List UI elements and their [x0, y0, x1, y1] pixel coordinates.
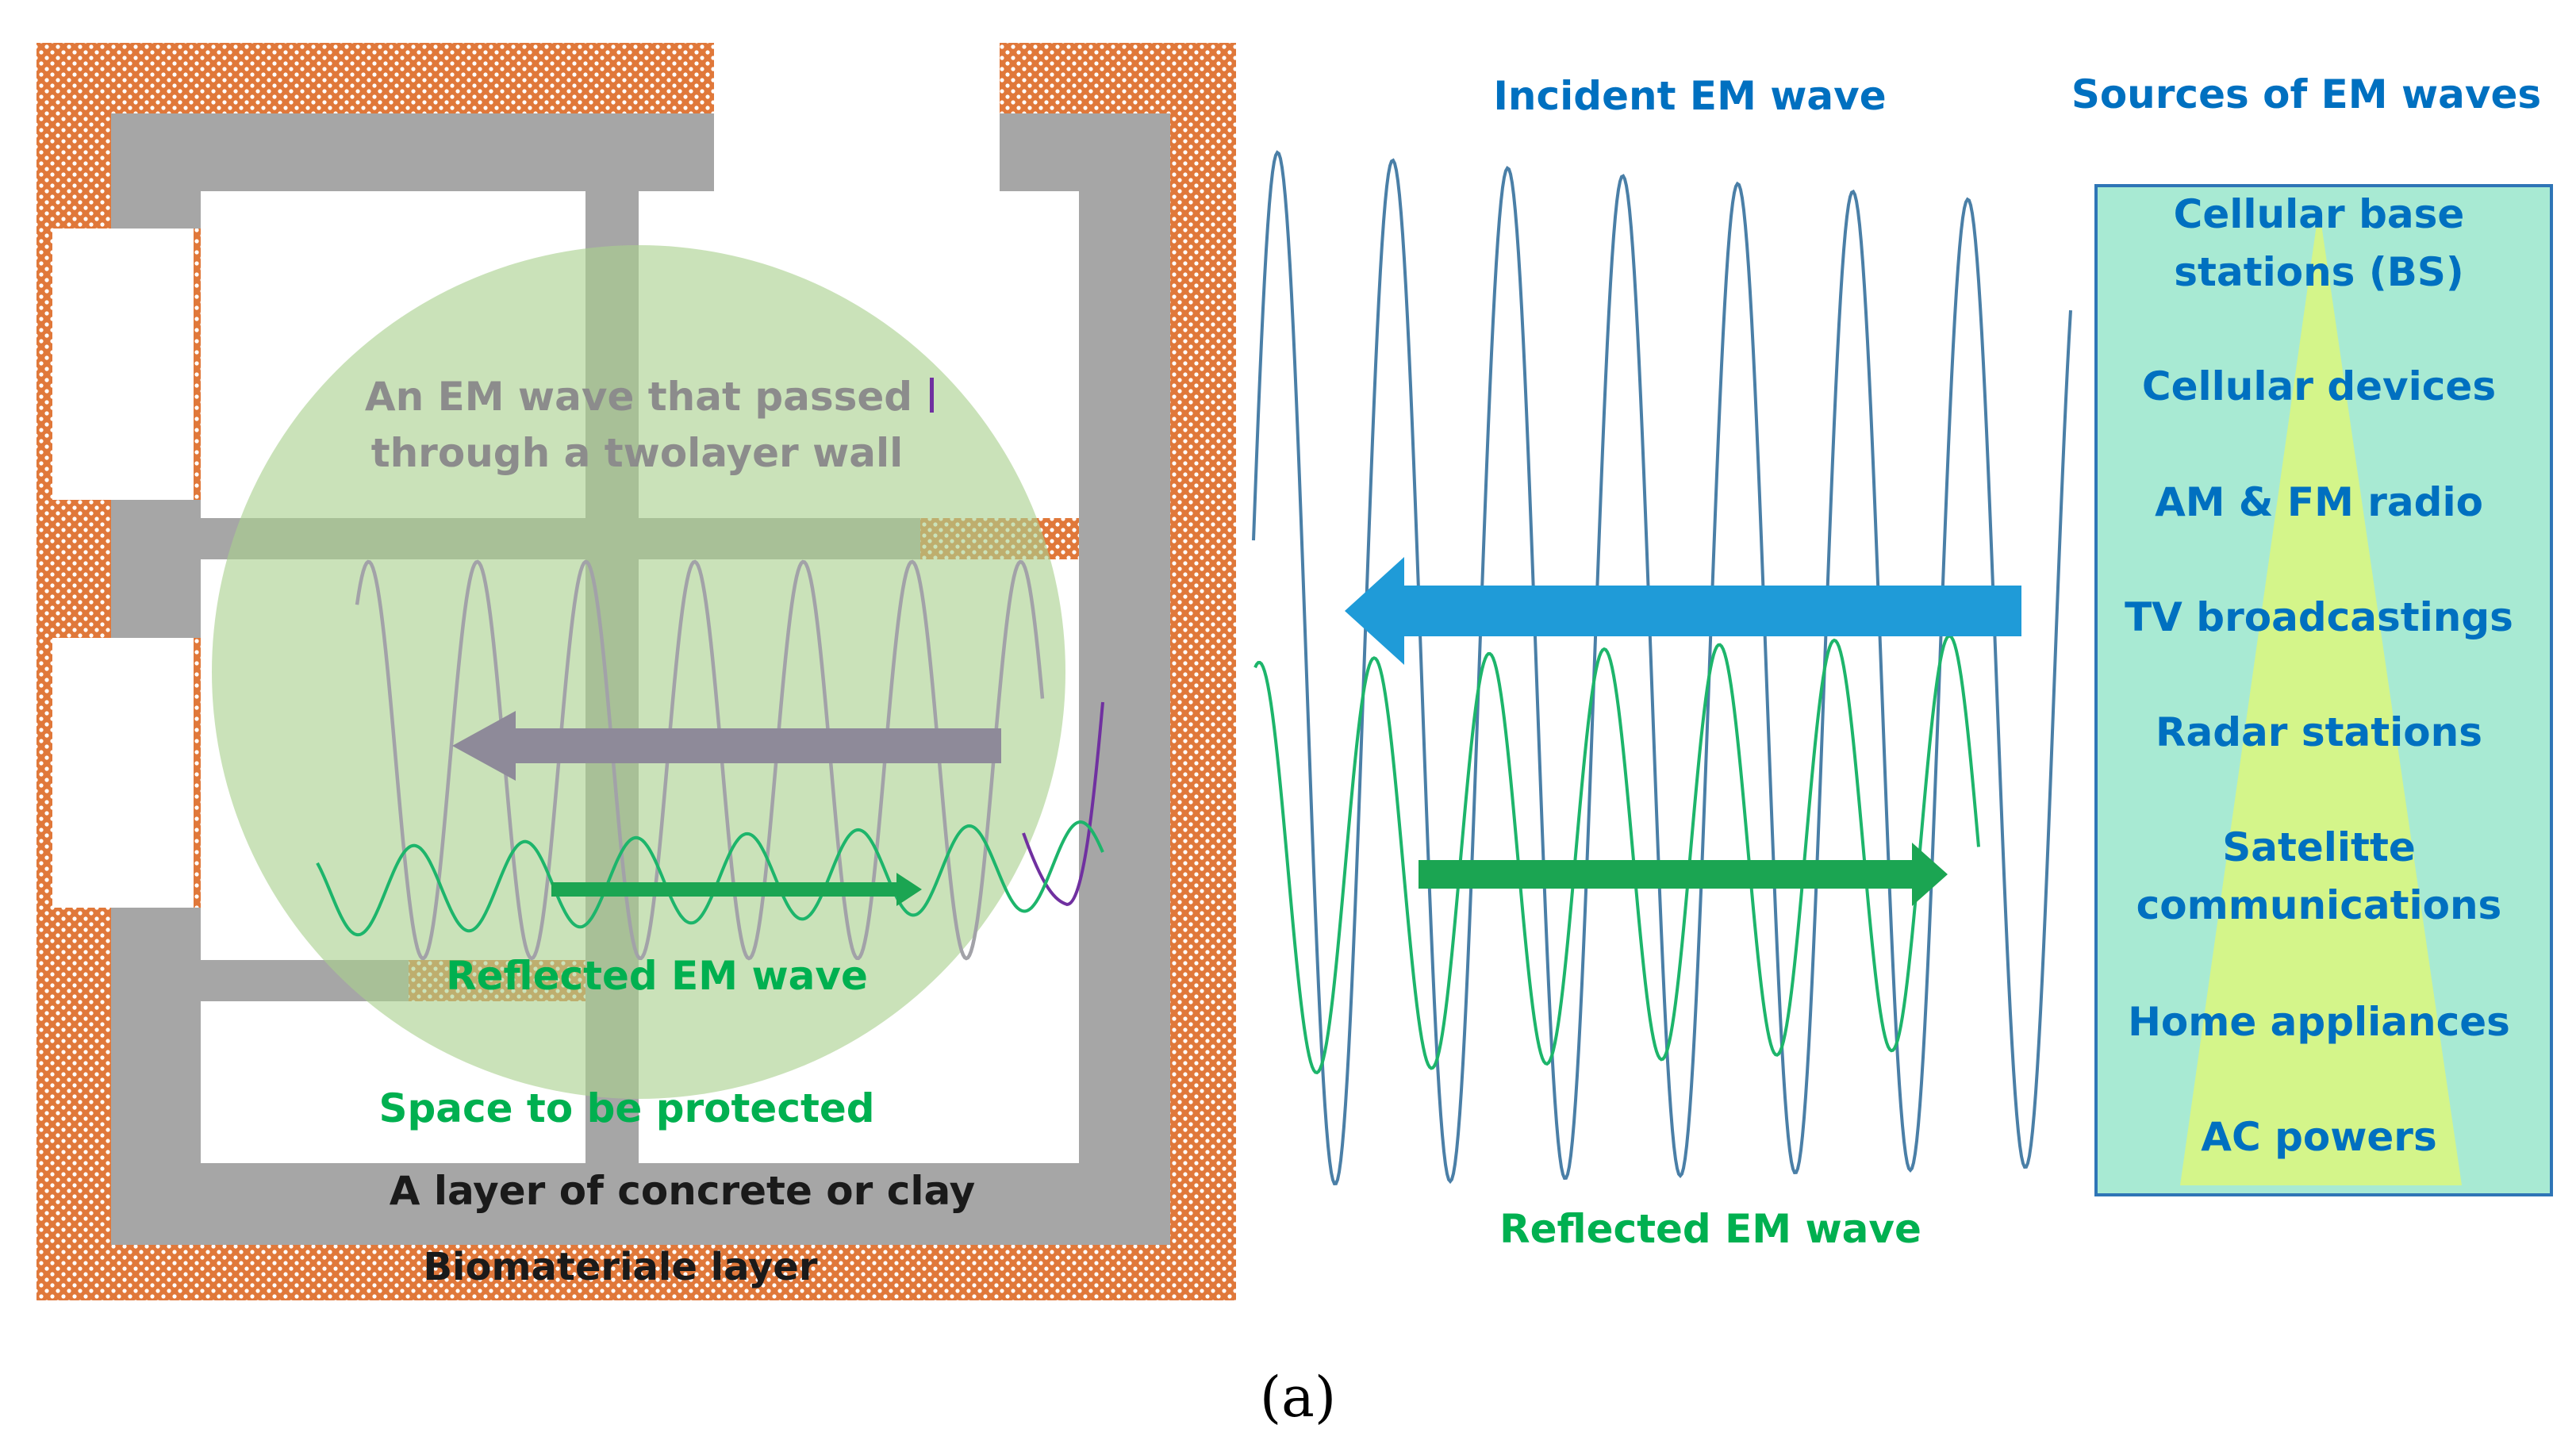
sources-panel: Sources of EM waves Cellular base station…: [2071, 71, 2553, 1196]
source-item: AC powers: [2201, 1114, 2436, 1160]
window-opening-top: [52, 229, 194, 500]
building-cross-section: An EM wave that passed through a twolaye…: [36, 43, 1236, 1300]
source-item: TV broadcastings: [2125, 594, 2513, 640]
passed-wave-tick: [930, 378, 934, 413]
incident-wave-label: Incident EM wave: [1493, 73, 1886, 119]
source-item-label: Radar stations: [2156, 709, 2482, 755]
concrete-layer: [111, 113, 1170, 1245]
source-item-label: TV broadcastings: [2125, 594, 2513, 640]
figure-caption: (a): [1260, 1365, 1336, 1430]
reflected-arrow-outside: [1419, 843, 1948, 906]
source-item-label-line2: stations (BS): [2174, 249, 2463, 295]
source-item-label: Home appliances: [2128, 999, 2510, 1045]
source-item-label: Satelitte: [2222, 824, 2416, 870]
protected-space-label: Space to be protected: [378, 1085, 874, 1131]
biomaterial-layer-label: Biomateriale layer: [423, 1245, 817, 1289]
source-item: Satelitte communications: [2136, 824, 2502, 928]
sources-list: Cellular base stations (BS) Cellular devic…: [2125, 191, 2513, 1160]
source-item: Radar stations: [2156, 709, 2482, 755]
source-item: Cellular devices: [2142, 363, 2496, 409]
passed-wave-label: An EM wave that passed through a twolaye…: [365, 374, 912, 476]
roof-opening: [714, 43, 1000, 209]
reflected-arrow-inside: [551, 873, 922, 906]
incident-arrow: [1345, 557, 2021, 665]
passed-wave-label-line2: through a twolayer wall: [371, 430, 904, 476]
source-item: Cellular base stations (BS): [2174, 191, 2465, 295]
passed-wave-label-line1: An EM wave that passed: [365, 374, 912, 420]
source-item-label-line2: communications: [2136, 882, 2502, 928]
incident-wave: [1252, 150, 2072, 1185]
wave-panel: Incident EM wave Reflected EM wave: [1252, 73, 2072, 1252]
reflected-wave-outside-label: Reflected EM wave: [1499, 1206, 1921, 1252]
source-item-label: AM & FM radio: [2155, 479, 2483, 525]
passed-wave-tail: [1022, 701, 1104, 907]
window-opening-bottom: [52, 638, 194, 908]
reflected-wave-outside: [1253, 634, 1980, 1075]
sources-title: Sources of EM waves: [2071, 71, 2541, 117]
source-item-label: Cellular devices: [2142, 363, 2496, 409]
passed-wave-arrow: [452, 711, 1001, 781]
passed-wave: [355, 378, 1104, 961]
source-item-label: AC powers: [2201, 1114, 2436, 1160]
source-item: AM & FM radio: [2155, 479, 2483, 525]
sources-triangle: [2180, 208, 2462, 1185]
concrete-layer-label: A layer of concrete or clay: [390, 1168, 976, 1214]
source-item: Home appliances: [2128, 999, 2510, 1045]
reflected-wave-inside: [316, 820, 1104, 937]
source-item-label: Cellular base: [2174, 191, 2465, 237]
reflected-wave-inside-label: Reflected EM wave: [446, 953, 868, 999]
